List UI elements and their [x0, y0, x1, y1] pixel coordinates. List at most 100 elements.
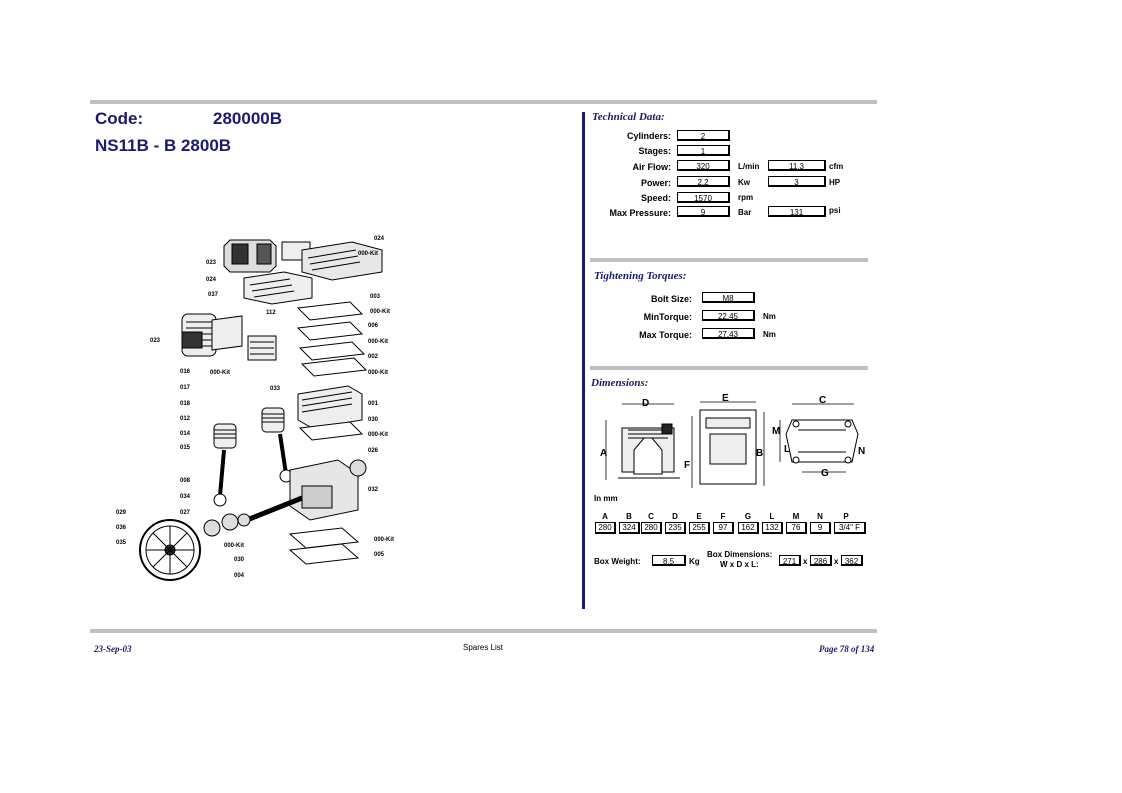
box-dim-sep-2: x — [834, 557, 839, 566]
dim-value-b: 324 — [619, 522, 640, 534]
code-label: Code: — [95, 109, 144, 128]
part-label: 026 — [368, 448, 379, 454]
part-label: 004 — [234, 573, 245, 579]
part-label: 012 — [180, 416, 191, 422]
max-pressure-unit: Bar — [738, 208, 752, 217]
part-label: 002 — [368, 354, 379, 360]
part-label: 000-Kit — [368, 432, 388, 438]
model-title: NS11B - B 2800B — [95, 136, 232, 155]
speed-label: Speed: — [640, 193, 671, 203]
dim-letter-c: C — [648, 512, 654, 521]
max-pressure-unit-psi: psi — [829, 206, 841, 215]
dim-letter-p: P — [843, 512, 849, 521]
box-dim-length: 362 — [841, 555, 863, 566]
dim-drawing-label-e: E — [722, 393, 729, 404]
part-label: 003 — [370, 294, 381, 300]
column-divider — [582, 112, 585, 609]
box-dimensions-label: Box Dimensions: — [707, 550, 773, 559]
part-label: 000-Kit — [368, 339, 388, 345]
dim-drawing-label-m: M — [772, 426, 780, 437]
part-label: 014 — [180, 431, 191, 437]
dim-value-p: 3/4" F — [834, 522, 866, 534]
dim-value-e: 255 — [689, 522, 710, 534]
box-weight-value: 8.5 — [652, 555, 686, 566]
cylinders-label: Cylinders: — [626, 131, 671, 141]
dim-drawing-label-d: D — [642, 398, 649, 409]
max-pressure-value: 9 — [677, 206, 730, 217]
part-label: 036 — [116, 525, 127, 531]
speed-value: 1570 — [677, 192, 730, 203]
dim-letter-e: E — [696, 512, 702, 521]
dim-letter-l: L — [769, 512, 775, 521]
dim-value-a: 280 — [595, 522, 616, 534]
part-label: 037 — [208, 292, 219, 298]
footer-title: Spares List — [463, 643, 504, 652]
min-torque-label: MinTorque: — [643, 312, 692, 322]
code-value: 280000B — [213, 109, 283, 128]
dim-letter-f: F — [720, 512, 726, 521]
dim-value-l: 132 — [762, 522, 783, 534]
dim-drawing-label-g: G — [821, 468, 829, 479]
dimensions-drawing: A B C D E F G L M N — [600, 393, 865, 488]
footer-page-number: Page 78 of 134 — [819, 644, 875, 654]
box-dim-width: 271 — [779, 555, 801, 566]
part-label: 015 — [180, 445, 191, 451]
part-label: 018 — [180, 401, 191, 407]
exploded-parts-diagram: 024 000-Kit 023 024 037 003 112 000-Kit … — [116, 236, 394, 581]
in-mm-label: In mm — [594, 494, 618, 503]
part-label: 024 — [206, 277, 217, 283]
box-dimensions-wdl-label: W x D x L: — [720, 560, 759, 569]
dim-value-m: 76 — [786, 522, 807, 534]
part-label: 005 — [374, 552, 385, 558]
part-label: 035 — [116, 540, 127, 546]
torques-title: Tightening Torques: — [594, 270, 687, 282]
part-label: 000-Kit — [224, 543, 244, 549]
min-torque-value: 22.45 — [702, 310, 755, 321]
dim-value-n: 9 — [810, 522, 831, 534]
footer-rule — [90, 629, 877, 633]
part-label: 030 — [234, 557, 245, 563]
min-torque-unit: Nm — [763, 312, 776, 321]
dim-value-c: 280 — [641, 522, 662, 534]
dim-letter-b: B — [626, 512, 632, 521]
dim-letter-a: A — [602, 512, 608, 521]
dim-letter-d: D — [672, 512, 678, 521]
part-label: 000-Kit — [358, 251, 378, 257]
dimensions-title: Dimensions: — [591, 377, 649, 389]
dim-drawing-label-b: B — [756, 448, 763, 459]
dim-value-f: 97 — [713, 522, 734, 534]
power-value-hp: 3 — [768, 176, 826, 187]
bolt-size-label: Bolt Size: — [650, 294, 692, 304]
dim-letter-g: G — [744, 512, 752, 521]
power-unit-hp: HP — [829, 178, 841, 187]
torques-rule — [590, 258, 868, 262]
stages-value: 1 — [677, 145, 730, 156]
part-label: 023 — [206, 260, 217, 266]
part-label: 006 — [368, 323, 379, 329]
part-label: 032 — [368, 487, 379, 493]
box-weight-label: Box Weight: — [594, 557, 641, 566]
part-label: 000-Kit — [210, 370, 230, 376]
dim-letter-m: M — [792, 512, 800, 521]
max-torque-value: 27.43 — [702, 328, 755, 339]
part-label: 008 — [180, 478, 191, 484]
part-label: 023 — [150, 338, 161, 344]
air-flow-label: Air Flow: — [632, 162, 672, 172]
air-flow-unit-cfm: cfm — [829, 162, 844, 171]
header-rule — [90, 100, 877, 104]
power-unit: Kw — [738, 178, 750, 187]
part-label: 017 — [180, 385, 191, 391]
part-label: 029 — [116, 510, 127, 516]
part-label: 033 — [270, 386, 281, 392]
dimensions-rule — [590, 366, 868, 370]
air-flow-unit: L/min — [738, 162, 760, 171]
bolt-size-value: M8 — [702, 292, 755, 303]
part-label: 000-Kit — [370, 309, 390, 315]
max-torque-unit: Nm — [763, 330, 776, 339]
part-label: 030 — [368, 417, 379, 423]
dim-value-g: 162 — [738, 522, 759, 534]
dim-drawing-label-a: A — [600, 448, 607, 459]
speed-unit: rpm — [738, 193, 754, 202]
dim-drawing-label-n: N — [858, 446, 865, 457]
stages-label: Stages: — [638, 146, 671, 156]
